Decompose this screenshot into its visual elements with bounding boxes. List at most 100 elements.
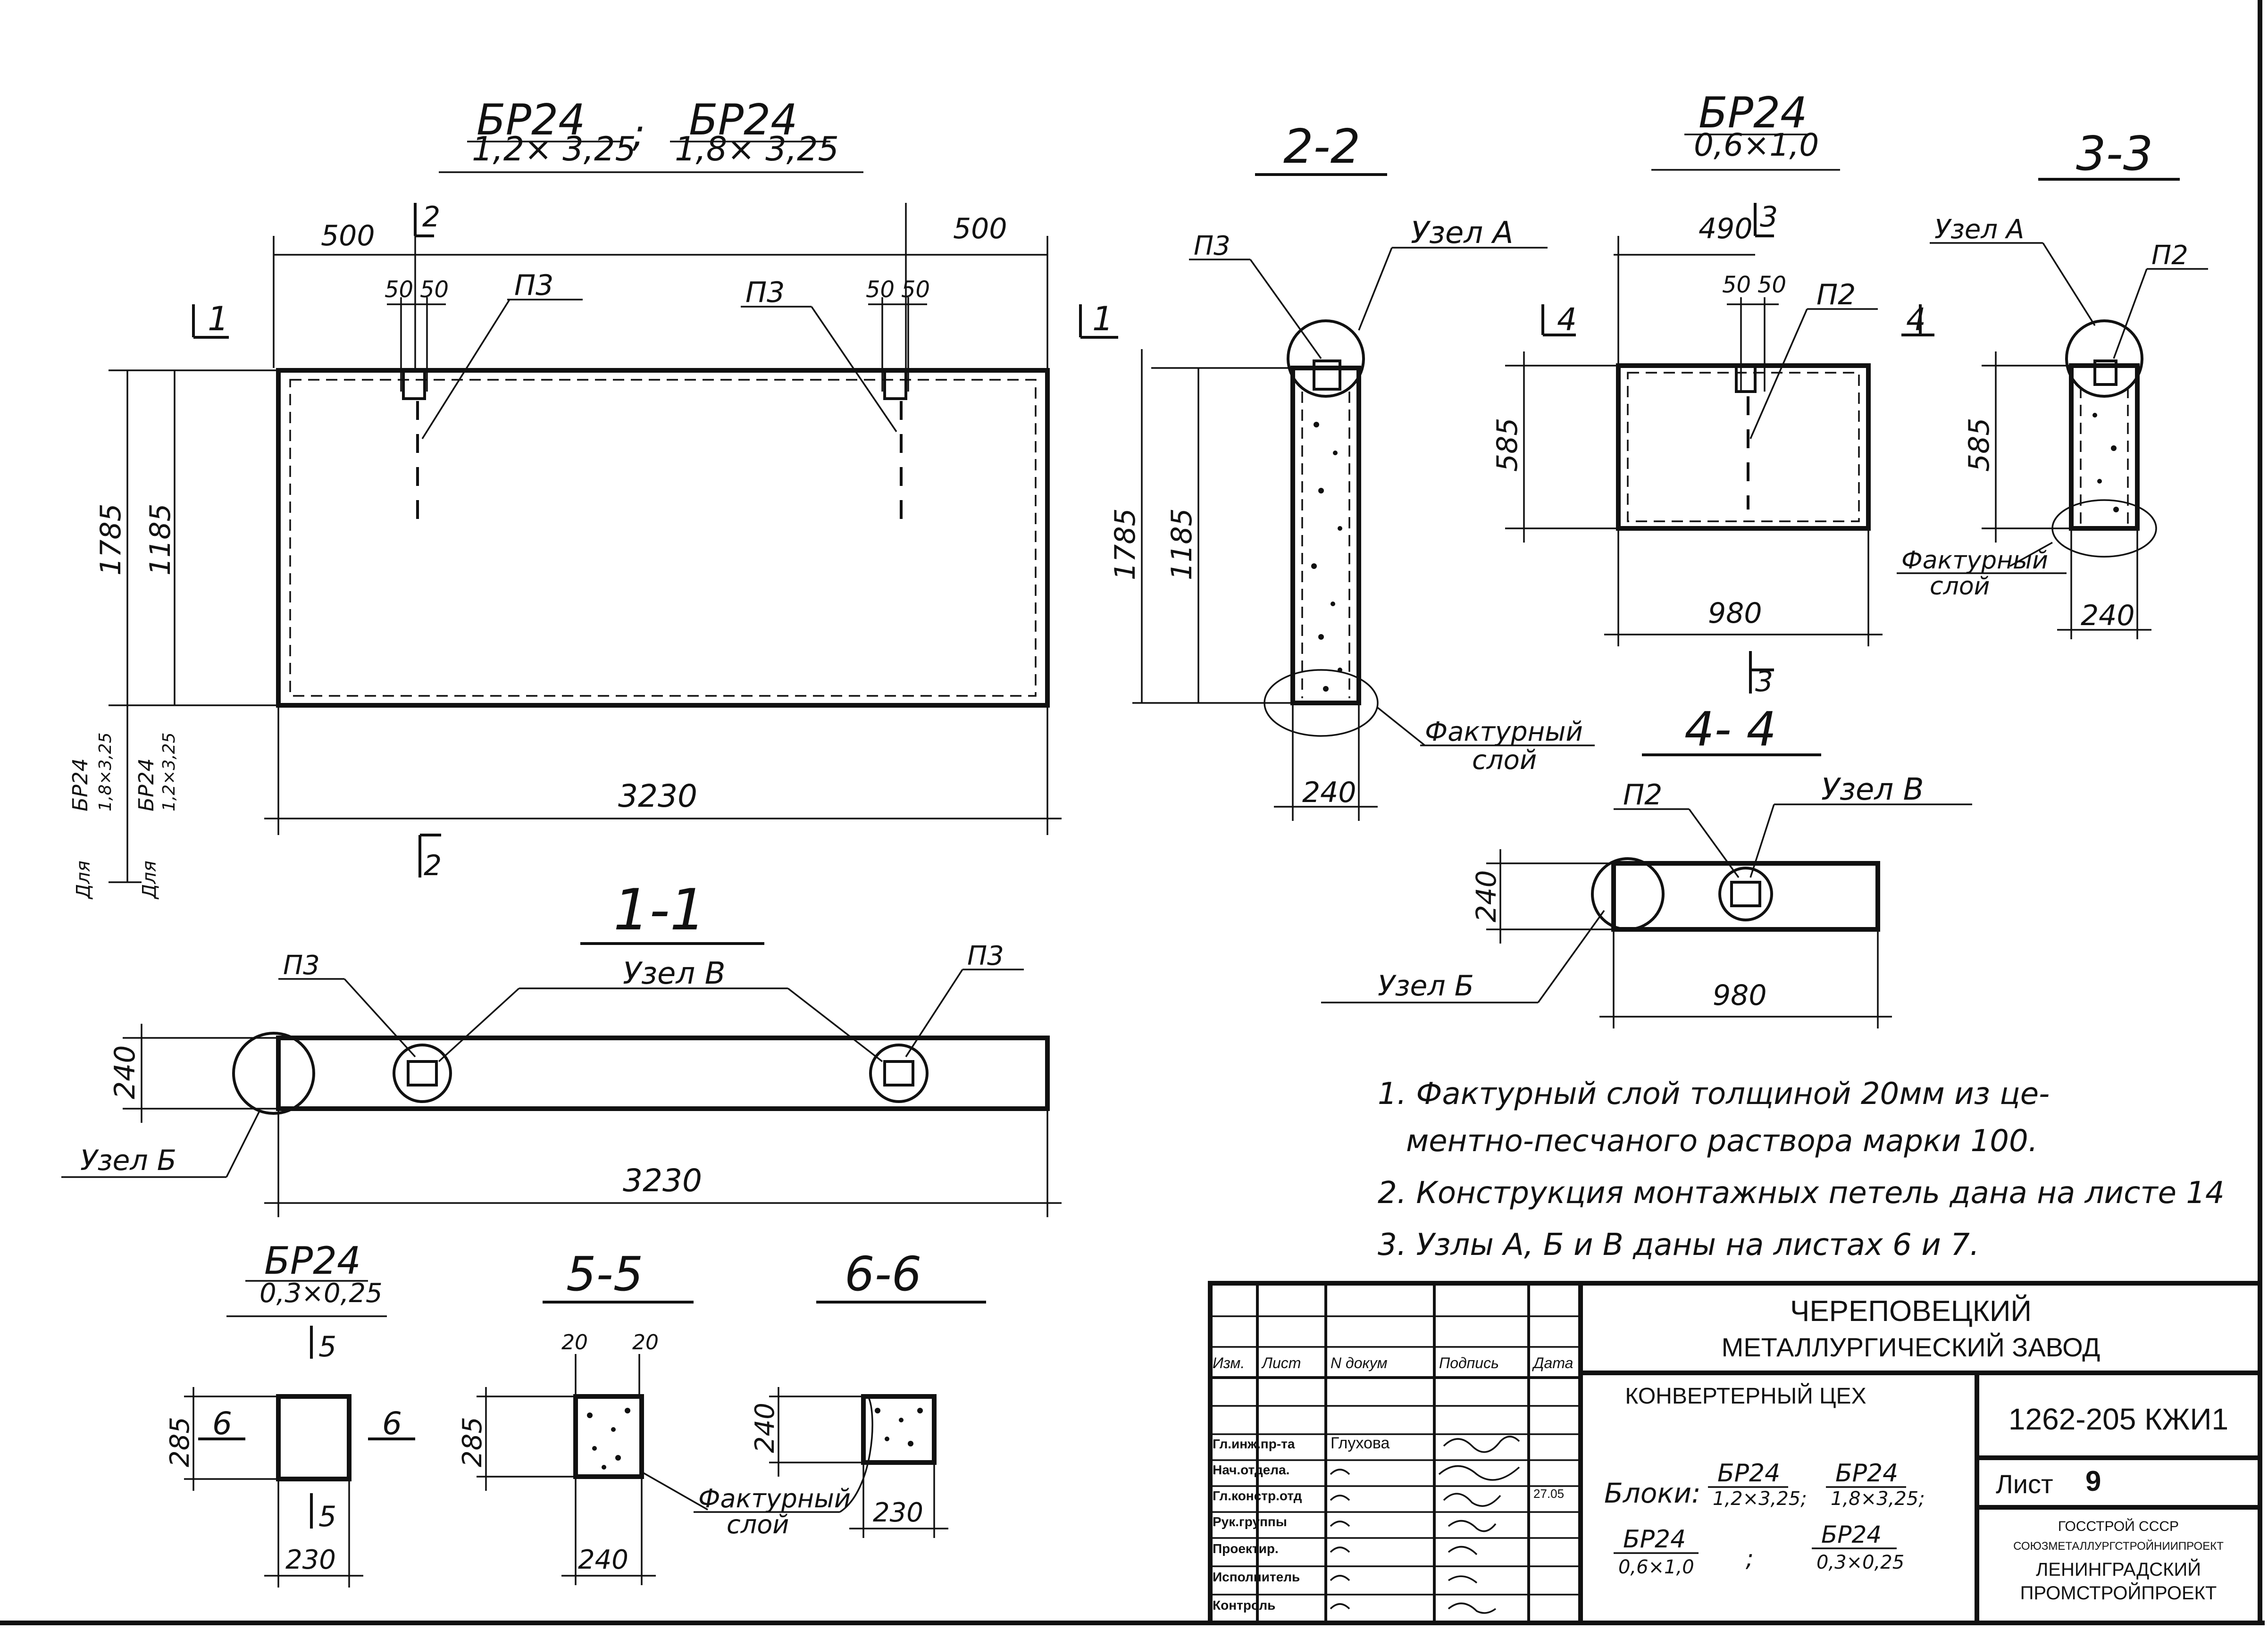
section-2-2-loop-label: П3 — [1194, 231, 1230, 261]
date-note: 27.05 — [1533, 1487, 1564, 1501]
dim-230-section-6-6: 230 — [873, 1497, 923, 1528]
dim-585-small: 585 — [1491, 418, 1524, 472]
dim-20-a: 20 — [561, 1330, 588, 1354]
section-1-left-mark: 1 — [208, 300, 229, 338]
col-header-doc: N докум — [1331, 1354, 1388, 1371]
section-1-1: 1-1 П3 П3 Узел В 240 Узел Б 3230 — [61, 878, 1062, 1217]
role-control: Контроль — [1213, 1598, 1275, 1613]
section-2-2-title: 2-2 — [1283, 119, 1360, 174]
dim-50-c: 50 — [866, 276, 895, 303]
small-block-view: БР24 0,3×0,25 5 6 6 285 5 230 — [165, 1239, 415, 1588]
section-6-6: 6-6 240 230 — [750, 1246, 986, 1538]
section-1-1-title: 1-1 — [613, 878, 706, 943]
dim-1785-section: 1785 — [1109, 508, 1142, 580]
block-3-top: БР24 — [1623, 1525, 1686, 1554]
dim-490: 490 — [1699, 212, 1753, 245]
section-2-2: 2-2 П3 Узел А 1785 1185 Фактурный слой — [1109, 119, 1595, 821]
note-b-prefix: Для — [139, 861, 160, 900]
note-a-bottom: 1,8×3,25 — [96, 732, 115, 811]
block-3-bottom: 0,6×1,0 — [1618, 1556, 1694, 1578]
section-4-left-mark: 4 — [1557, 301, 1577, 338]
section-1-1-loop-left-label: П3 — [283, 950, 320, 981]
sheet-number: 9 — [2085, 1465, 2101, 1497]
dim-240-section-6-6: 240 — [750, 1403, 780, 1453]
section-6-6-title: 6-6 — [845, 1246, 921, 1302]
block-4-bottom: 0,3×0,25 — [1816, 1552, 1904, 1573]
doc-code: 1262-205 КЖИ1 — [2009, 1402, 2228, 1436]
section-3-3-title: 3-3 — [2076, 126, 2153, 181]
block-separator: ; — [1746, 1545, 1754, 1572]
small-view-title-bottom: 0,6×1,0 — [1694, 127, 1819, 163]
dim-980-small: 980 — [1708, 597, 1762, 630]
block-1-top: БР24 — [1717, 1459, 1780, 1488]
blocks-label: Блоки: — [1604, 1477, 1701, 1509]
section-3-3-texture-line2: слой — [1930, 572, 1990, 601]
role-chief-designer: Гл.констр.отд — [1213, 1488, 1302, 1503]
section-2-top-mark: 2 — [422, 201, 440, 234]
dim-1185-section: 1185 — [1165, 508, 1198, 580]
section-5-5-texture-line1: Фактурный — [698, 1484, 851, 1513]
section-3-3-loop-label: П2 — [2151, 240, 2188, 271]
section-4-4-node-b-label: Узел Б — [1378, 969, 1474, 1003]
main-title-left-top: БР24 — [477, 95, 586, 145]
shop-name: КОНВЕРТЕРНЫЙ ЦЕХ — [1625, 1383, 1866, 1409]
main-view: БР24 1,2× 3,25 ; БР24 1,8× 3,25 500 500 … — [68, 95, 1118, 900]
section-2-bottom-mark: 2 — [424, 849, 442, 882]
dim-230-small-block: 230 — [285, 1545, 336, 1575]
loop-p3-left-label: П3 — [514, 269, 553, 302]
org-line-2: МЕТАЛЛУРГИЧЕСКИЙ ЗАВОД — [1722, 1332, 2101, 1362]
institute-line-1: ЛЕНИНГРАДСКИЙ — [2036, 1558, 2201, 1580]
dim-50-small-a: 50 — [1722, 272, 1751, 298]
note-line-3: 2. Конструкция монтажных петель дана на … — [1378, 1176, 2225, 1211]
notes: 1. Фактурный слой толщиной 20мм из це- м… — [1378, 1077, 2225, 1262]
dim-50-d: 50 — [901, 276, 930, 303]
concrete-hatching-3-3 — [2092, 413, 2119, 512]
dim-50-b: 50 — [420, 276, 449, 303]
section-3-3: 3-3 Узел А П2 585 Фактурный слой 240 — [1897, 126, 2208, 639]
role-group-lead: Рук.группы — [1213, 1514, 1287, 1529]
section-3-3-node-label: Узел А — [1934, 214, 2024, 245]
section-3-3-texture-line1: Фактурный — [1901, 546, 2048, 575]
dim-50-small-b: 50 — [1757, 272, 1786, 298]
small-block-title-bottom: 0,3×0,25 — [259, 1278, 383, 1309]
concrete-hatching-2-2 — [1311, 422, 1342, 692]
col-header-izm: Изм. — [1213, 1354, 1245, 1371]
section-3-top-mark: 3 — [1760, 201, 1778, 234]
dim-1185-main: 1185 — [144, 503, 177, 576]
gosstroy-label: ГОССТРОЙ СССР — [2058, 1518, 2179, 1534]
note-a-top: БР24 — [68, 758, 92, 811]
section-2-2-texture-line2: слой — [1472, 745, 1537, 776]
section-1-1-node-v-label: Узел В — [623, 956, 726, 991]
note-line-1: 1. Фактурный слой толщиной 20мм из це- — [1378, 1077, 2050, 1112]
dim-240-section-4-4: 240 — [1470, 870, 1502, 922]
small-view-loop-label: П2 — [1816, 278, 1856, 311]
main-title-separator: ; — [632, 111, 645, 155]
dim-500-right: 500 — [953, 212, 1007, 245]
dim-285-small-block: 285 — [165, 1417, 195, 1467]
institute-line-2: ПРОМСТРОЙПРОЕКТ — [2020, 1582, 2217, 1604]
dim-285-section-5-5: 285 — [457, 1417, 488, 1467]
loop-p3-right-label: П3 — [745, 276, 785, 309]
block-4-top: БР24 — [1821, 1521, 1882, 1548]
role-designer: Проектир. — [1213, 1541, 1279, 1556]
section-4-4: 4- 4 П2 Узел В 240 Узел Б 980 — [1321, 702, 1972, 1028]
dim-3230-section-1-1: 3230 — [623, 1162, 702, 1199]
dim-240-section-2-2: 240 — [1302, 776, 1356, 809]
section-1-right-mark: 1 — [1092, 300, 1113, 338]
main-title-right-bottom: 1,8× 3,25 — [675, 130, 839, 168]
section-4-4-node-v-label: Узел В — [1821, 772, 1924, 807]
small-block-title-top: БР24 — [264, 1239, 361, 1283]
title-block: Изм. Лист N докум Подпись Дата Гл.инж.пр… — [1208, 1281, 2262, 1625]
soyuz-label: СОЮЗМЕТАЛЛУРГСТРОЙНИИПРОЕКТ — [2013, 1539, 2224, 1553]
small-view: БР24 0,6×1,0 490 3 50 50 П2 4 4 585 — [1491, 88, 1934, 698]
col-header-date: Дата — [1532, 1354, 1573, 1371]
section-3-bottom-mark: 3 — [1755, 665, 1773, 698]
col-header-sign: Подпись — [1439, 1354, 1499, 1371]
section-2-2-node-label: Узел А — [1411, 216, 1513, 251]
section-5-top-mark: 5 — [318, 1330, 336, 1363]
note-a-prefix: Для — [73, 861, 94, 900]
section-2-2-texture-line1: Фактурный — [1425, 717, 1583, 747]
section-6-left-mark: 6 — [212, 1405, 232, 1442]
section-1-1-node-b-label: Узел Б — [80, 1144, 176, 1177]
section-6-right-mark: 6 — [382, 1405, 402, 1442]
